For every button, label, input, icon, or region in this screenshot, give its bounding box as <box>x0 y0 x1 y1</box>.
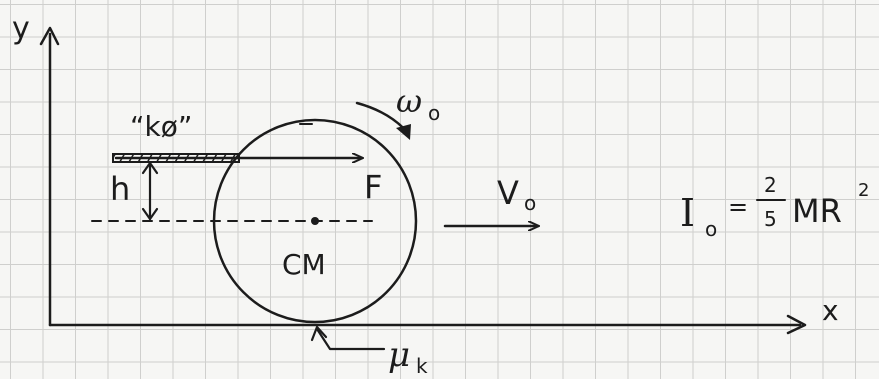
inertia-lhs-subscript: o <box>705 217 717 241</box>
x-axis-label: x <box>822 294 839 327</box>
inertia-equals: = <box>728 193 748 221</box>
angular-velocity-subscript: o <box>428 101 440 125</box>
inertia-formula: I o = 2 5 MR 2 <box>680 173 869 241</box>
cue-label: “kø” <box>130 110 192 143</box>
friction-symbol: μ <box>388 335 410 375</box>
rotation-arrowhead <box>396 124 411 140</box>
center-of-mass-label: CM <box>282 248 326 281</box>
x-axis <box>48 314 807 335</box>
y-axis-label: y <box>12 11 30 46</box>
force-label: F <box>364 168 382 206</box>
inertia-fraction-numerator: 2 <box>764 173 777 197</box>
y-axis <box>39 26 60 327</box>
velocity-subscript: o <box>524 191 536 215</box>
velocity-symbol: V <box>497 174 519 212</box>
inertia-rhs-exponent: 2 <box>858 180 869 201</box>
friction-subscript: k <box>416 354 428 378</box>
friction-pointer <box>310 325 386 351</box>
angular-velocity-symbol: ω <box>396 82 422 120</box>
inertia-lhs-symbol: I <box>680 191 695 235</box>
inertia-fraction-denominator: 5 <box>764 207 777 231</box>
height-label: h <box>110 170 130 208</box>
height-dimension <box>141 161 159 221</box>
inertia-rhs: MR <box>792 192 842 230</box>
